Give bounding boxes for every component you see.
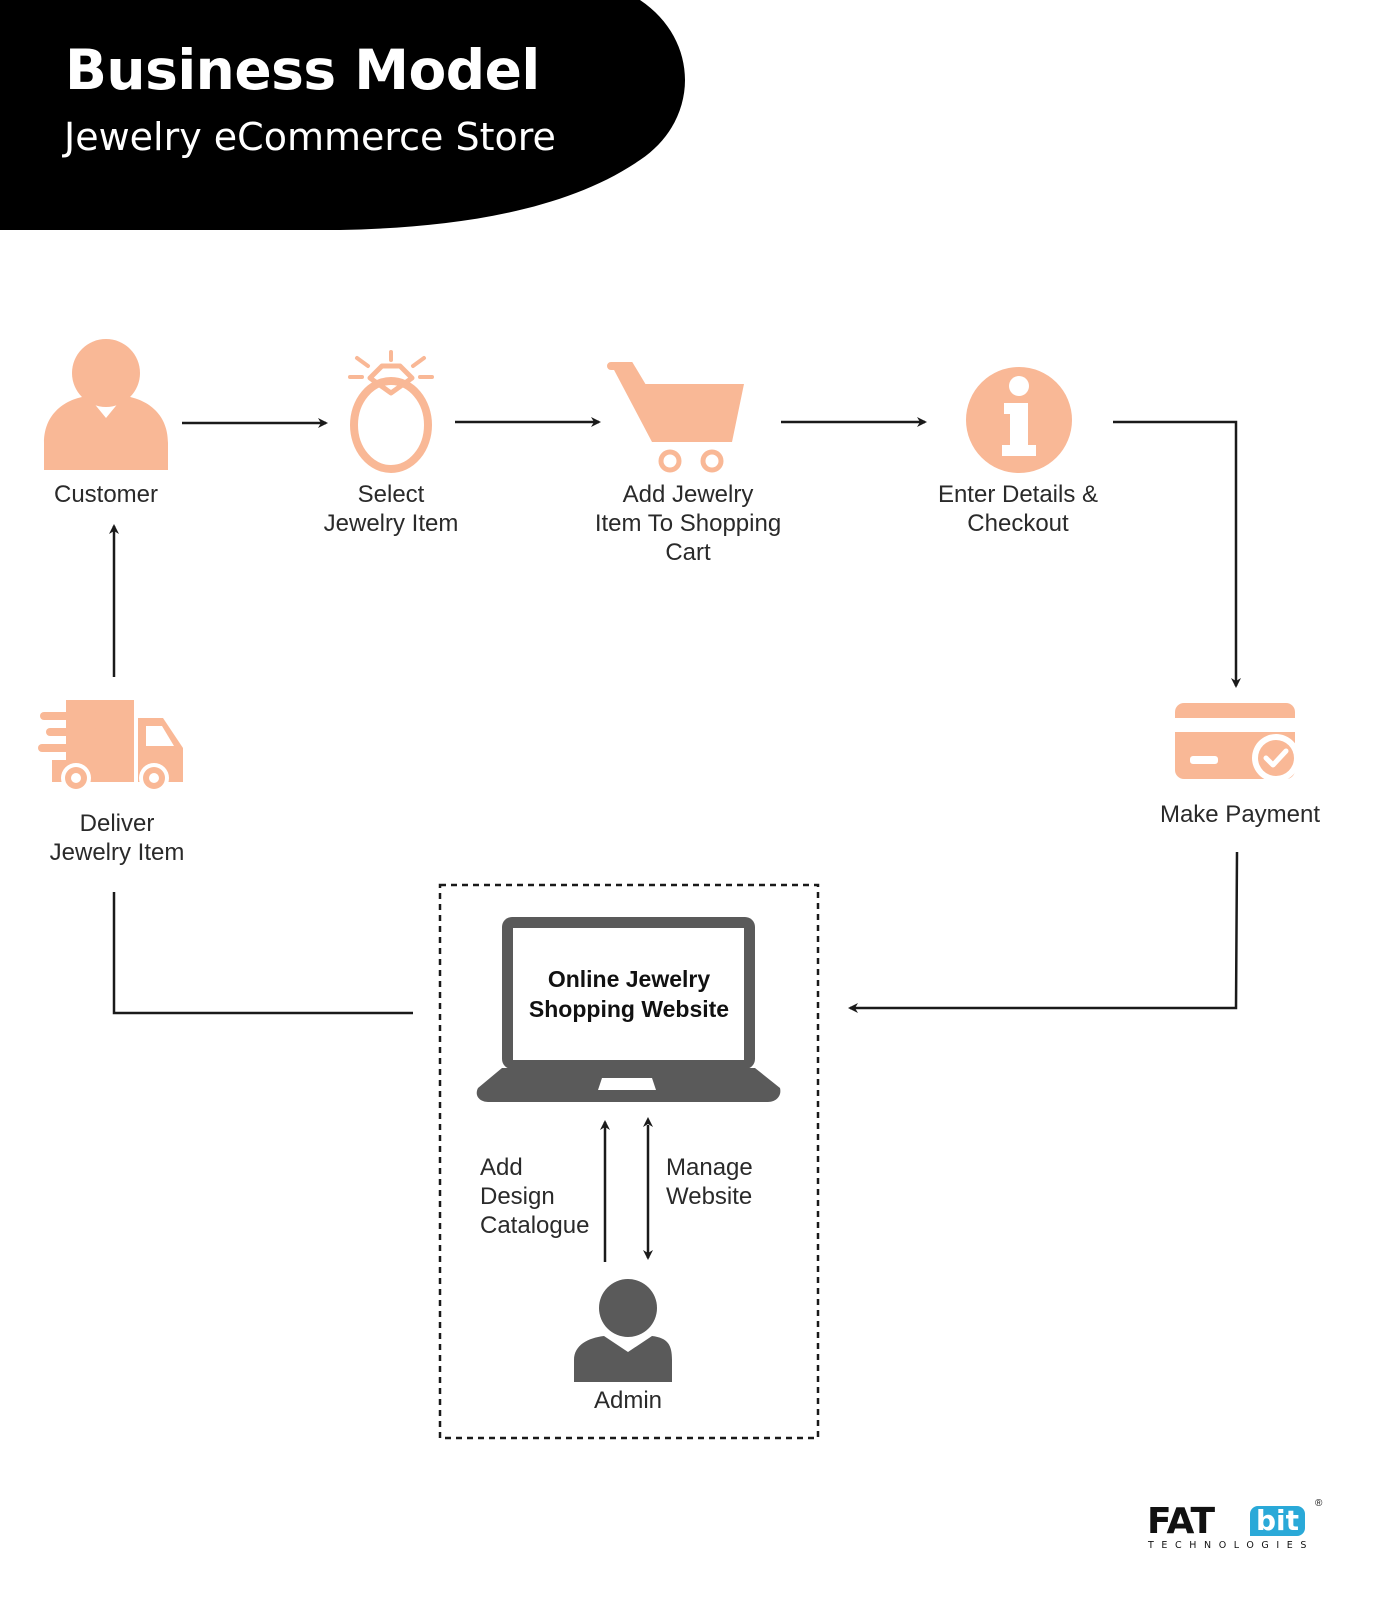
diamond-ring-icon <box>348 350 434 473</box>
info-icon <box>966 367 1072 473</box>
admin-zone-box <box>438 883 820 1440</box>
admin-user-icon <box>574 1279 672 1382</box>
node-label-admin: Admin <box>593 1387 663 1414</box>
logo-registered-mark: ® <box>1315 1498 1323 1509</box>
edge-label-add-catalogue: Add Design Catalogue <box>480 1154 590 1239</box>
page-title: Business Model <box>65 38 540 102</box>
laptop-icon <box>476 917 781 1102</box>
delivery-truck-icon <box>38 700 183 793</box>
credit-card-check-icon <box>1175 703 1300 782</box>
node-label-website: Online Jewelry Shopping Website <box>528 966 730 1022</box>
node-label-select-item: Select Jewelry Item <box>323 481 459 537</box>
node-label-checkout: Enter Details & Checkout <box>937 481 1099 537</box>
shopping-cart-icon <box>607 362 744 473</box>
logo-bit-text: bit <box>1250 1506 1306 1536</box>
node-label-deliver: Deliver Jewelry Item <box>49 810 185 866</box>
line-website-to-deliver <box>112 892 413 1015</box>
logo-tagline: TECHNOLOGIES <box>1148 1540 1314 1551</box>
edge-label-manage-website: Manage Website <box>666 1154 753 1210</box>
header-background <box>0 0 685 230</box>
node-label-payment: Make Payment <box>1159 801 1321 828</box>
fatbit-logo: FAT bit ® TECHNOLOGIES <box>1147 1498 1323 1552</box>
logo-fat-text: FAT <box>1147 1501 1215 1542</box>
page-subtitle: Jewelry eCommerce Store <box>64 115 556 159</box>
arrow-checkout-to-payment <box>1113 420 1241 688</box>
node-label-add-to-cart: Add Jewelry Item To Shopping Cart <box>594 481 782 566</box>
node-label-customer: Customer <box>53 481 159 508</box>
user-icon <box>44 339 168 470</box>
arrow-payment-to-website <box>848 851 1239 1013</box>
